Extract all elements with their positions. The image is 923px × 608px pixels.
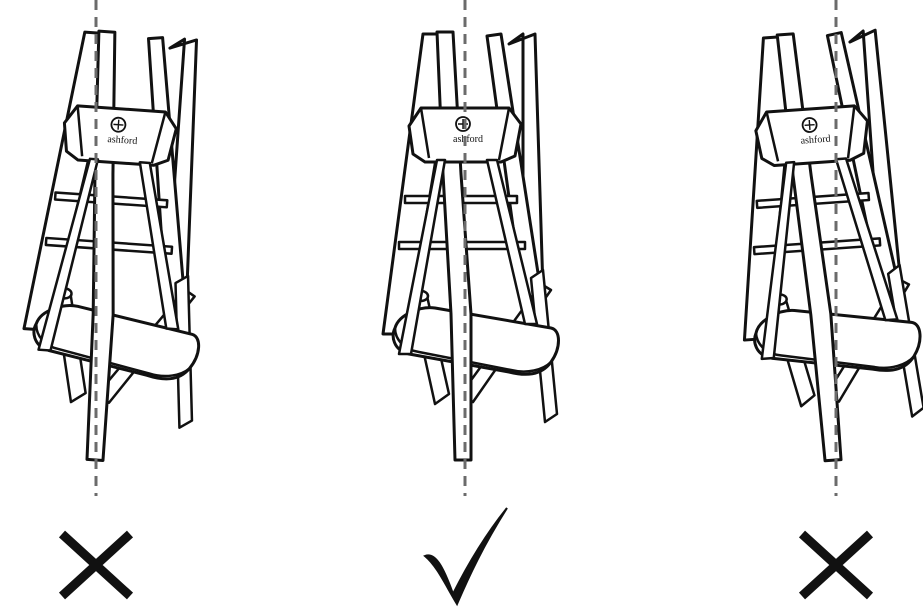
left-brace-leg xyxy=(760,160,796,361)
ashford-logo: ashford xyxy=(800,117,831,147)
panel-center: ashford xyxy=(381,0,560,607)
head-block-bevel xyxy=(419,107,511,161)
head-block xyxy=(407,106,523,164)
left-brace-leg xyxy=(397,158,447,356)
right-brace-leg xyxy=(138,161,180,331)
wheel-frame: ashford xyxy=(742,28,923,463)
head-block-bevel xyxy=(765,105,856,162)
panel-right: ashford xyxy=(742,0,923,600)
logo-text: ashford xyxy=(107,134,138,147)
wheel-frame: ashford xyxy=(381,30,560,462)
head-block xyxy=(754,104,869,168)
right-brace-leg xyxy=(834,157,899,322)
check-icon xyxy=(423,507,508,607)
wheel-spokes-icon xyxy=(113,119,124,130)
cross-strokes xyxy=(58,530,134,600)
head-block xyxy=(62,104,178,167)
cross-strokes xyxy=(798,530,874,600)
panel-left: ashford xyxy=(22,0,201,600)
wheel-frame: ashford xyxy=(22,29,201,462)
wheel-spokes-icon xyxy=(804,119,815,131)
check-shape xyxy=(423,507,508,607)
logo-text: ashford xyxy=(453,134,483,145)
head-block-bevel xyxy=(76,105,167,164)
right-brace-leg xyxy=(485,158,539,326)
cross-icon xyxy=(798,530,874,600)
cross-icon xyxy=(58,530,134,600)
ashford-logo: ashford xyxy=(107,116,138,147)
logo-text: ashford xyxy=(800,134,831,147)
